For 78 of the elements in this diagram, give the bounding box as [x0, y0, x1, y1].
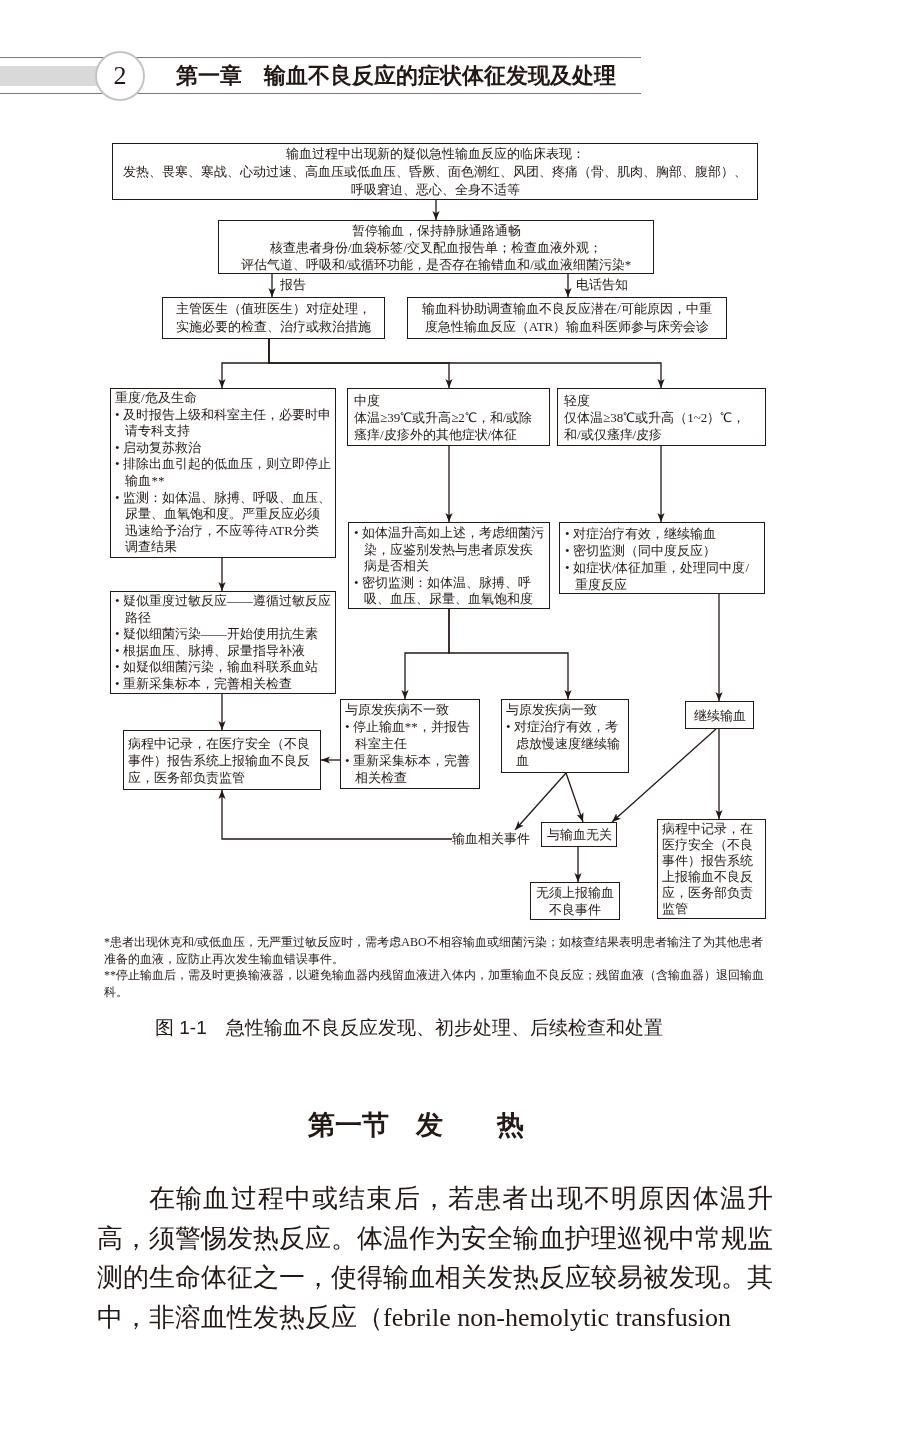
arrow — [448, 608, 572, 700]
arrow — [574, 846, 582, 883]
process-box — [559, 522, 765, 594]
box-text: 与输血无关 — [545, 826, 613, 843]
body-paragraph: 在输血过程中或结束后，若患者出现不明原因体温升高，须警惕发热反应。体温作为安全输血护理巡视中常规监测的生命体征之一，使得输血相关发热反应较易被发现。其中，非溶血性发热反应（febrile non-hemolytic transfusion — [97, 1183, 773, 1334]
process-box — [340, 699, 480, 789]
arrow — [268, 273, 276, 298]
edge-label: 报告 — [279, 276, 307, 294]
process-box — [407, 297, 727, 339]
bullet-item: • 对症治疗有效，考虑放慢速度继续输血 — [506, 718, 622, 769]
arrow — [514, 772, 567, 831]
box-text: 病程中记录，在医疗安全（不良事件）报告系统上报输血不良反应，医务部负责监管 — [662, 821, 754, 917]
arrow — [445, 445, 453, 523]
box-heading: 中度 — [354, 392, 381, 409]
box-text: 输血科协助调查输血不良反应潜在/可能原因，中重度急性输血反应（ATR）输血科医师参与床旁会诊 — [421, 300, 713, 336]
box-heading: 重度/危及生命 — [115, 390, 198, 407]
page-number: 2 — [95, 51, 145, 101]
bullet-item: • 根据血压、脉搏、尿量指导补液 — [115, 642, 306, 660]
bullet-item: • 如症状/体征加重，处理同中度/重度反应 — [565, 559, 751, 593]
bullet-item: • 密切监测：如体温、脉搏、呼吸、血压、尿量、血氧饱和度 — [354, 574, 535, 608]
branch-label: 输血相关事件 — [452, 830, 530, 848]
bullet-item: • 排除出血引起的低血压，则立即停止输血** — [115, 456, 331, 490]
section-heading: 第一节 发 热 — [308, 1109, 524, 1142]
box-text: 无须上报输血不良事件 — [535, 884, 615, 918]
box-text: 仅体温≥38℃或升高（1~2）℃，和/或仅瘙痒/皮疹 — [564, 409, 747, 443]
bullet-item: • 疑似重度过敏反应——遵循过敏反应路径 — [115, 593, 331, 627]
bullet-item: • 重新采集标本，完善相关检查 — [115, 675, 293, 693]
process-box — [112, 143, 758, 200]
process-box — [218, 220, 654, 274]
box-heading: 与原发疾病不一致 — [345, 701, 450, 718]
box-heading: 输血过程中出现新的疑似急性输血反应的临床表现： — [284, 144, 586, 163]
box-heading: 与原发疾病一致 — [506, 701, 598, 718]
box-heading: 轻度 — [564, 392, 591, 409]
figure-caption: 图 1-1 急性输血不良反应发现、初步处理、后续检查和处置 — [155, 1016, 663, 1040]
bullet-item: • 对症治疗有效，继续输血 — [565, 525, 717, 542]
box-text: 继续输血 — [692, 706, 747, 724]
box-text: 发热、畏寒、寒战、心动过速、高血压或低血压、昏厥、面色潮红、风团、疼痛（骨、肌肉、胸部、腹部）、呼吸窘迫、恶心、全身不适等 — [122, 162, 748, 199]
bullet-item: • 监测：如体温、脉搏、呼吸、血压、尿量、血氧饱和度。严重反应必须迅速给予治疗，不应等待ATR分类调查结果 — [115, 489, 331, 556]
arrow — [611, 728, 717, 823]
box-text: 暂停输血，保持静脉通路通畅 — [350, 221, 522, 239]
box-text: 体温≥39℃或升高≥2℃，和/或除瘙痒/皮疹外的其他症状/体征 — [354, 409, 534, 443]
arrow — [218, 557, 226, 592]
arrow — [268, 338, 665, 389]
bullet-item: • 密切监测（同中度反应） — [565, 542, 717, 559]
bullet-item: • 停止输血**，并报告科室主任 — [345, 718, 471, 752]
bullet-item: • 重新采集标本，完善相关检查 — [345, 752, 471, 786]
process-box — [501, 699, 629, 773]
process-box — [347, 388, 550, 446]
box-text: 病程中记录，在医疗安全（不良事件）报告系统上报输血不良反应，医务部负责监管 — [128, 734, 311, 786]
box-text: 核查患者身份/血袋标签/交叉配血报告单；检查血液外观； — [268, 238, 604, 256]
bullet-item: • 疑似细菌污染——开始使用抗生素 — [115, 626, 319, 643]
edge-label: 电话告知 — [575, 276, 629, 294]
process-box — [110, 388, 336, 558]
box-text: 评估气道、呼吸和/或循环功能，是否存在输错血和/或血液细菌污染* — [239, 255, 633, 273]
arrow — [218, 693, 226, 731]
box-text: 主管医生（值班医生）对症处理，实施必要的检查、治疗或救治措施 — [175, 300, 372, 336]
process-box — [110, 591, 336, 694]
process-box — [348, 522, 550, 609]
arrow — [218, 789, 453, 840]
arrow — [657, 445, 665, 523]
running-head: 第一章 输血不良反应的症状体征发现及处理 — [176, 62, 616, 90]
process-box — [685, 701, 754, 729]
arrow — [432, 199, 440, 221]
process-box — [657, 819, 766, 919]
footnote: **停止输血后，需及时更换输液器，以避免输血器内残留血液进入体内，加重输血不良反应；残留血液（含输血器）退回输血科。 — [104, 967, 765, 1000]
arrow — [564, 273, 572, 298]
process-box — [162, 297, 385, 339]
arrow — [715, 593, 723, 702]
arrow — [565, 772, 584, 823]
arrow — [715, 728, 723, 820]
footnote: *患者出现休克和/或低血压，无严重过敏反应时，需考虑ABO不相容输血或细菌污染；如核查结果表明患者输注了为其他患者准备的血液，应防止再次发生输血错误事件。 — [104, 934, 764, 967]
process-box — [557, 388, 766, 446]
process-box — [123, 730, 321, 790]
bullet-item: • 如体温升高如上述，考虑细菌污染，应鉴别发热与患者原发疾病是否相关 — [354, 525, 544, 575]
bullet-item: • 及时报告上级和科室主任，必要时申请专科支持 — [115, 406, 331, 440]
bullet-item: • 启动复苏救治 — [115, 439, 202, 457]
bullet-item: • 如疑似细菌污染，输血科联系血站 — [115, 659, 319, 676]
arrow — [320, 756, 341, 764]
